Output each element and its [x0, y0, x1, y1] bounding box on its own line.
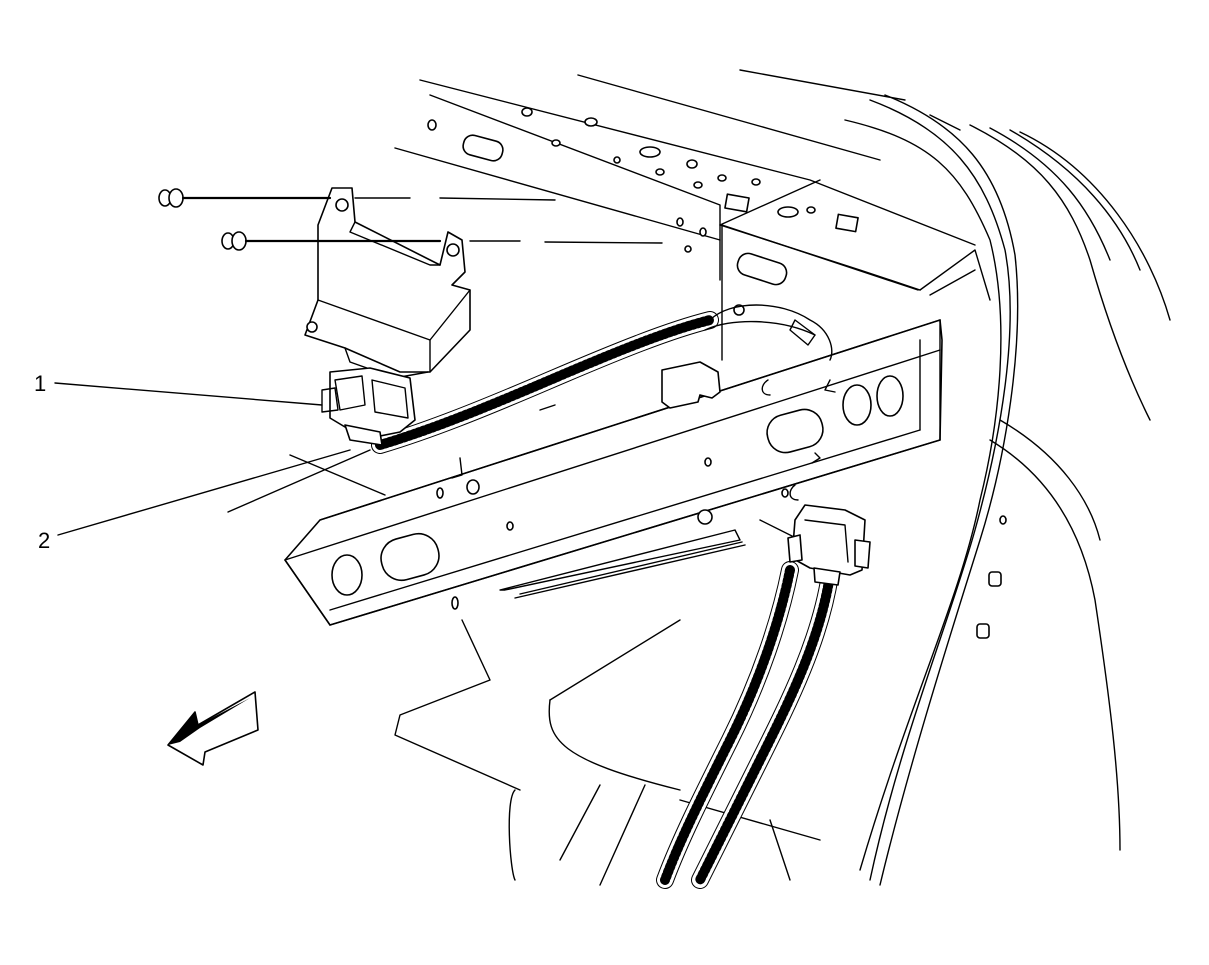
cross-member-rail [284, 319, 943, 626]
upper-wiring-harness [371, 304, 833, 479]
module-connector [321, 367, 416, 446]
mounting-bolt-upper [158, 188, 556, 208]
upper-body-panel [394, 69, 991, 361]
lower-wiring-harness [656, 504, 871, 889]
front-direction-arrow-icon [167, 691, 259, 766]
callout-2-label: 2 [38, 528, 50, 553]
mounting-bolt-lower [221, 231, 663, 251]
callout-2: 2 [38, 449, 351, 553]
callout-1: 1 [34, 371, 323, 406]
right-body-contours [844, 94, 1171, 886]
control-module [304, 187, 471, 379]
callout-1-label: 1 [34, 371, 46, 396]
